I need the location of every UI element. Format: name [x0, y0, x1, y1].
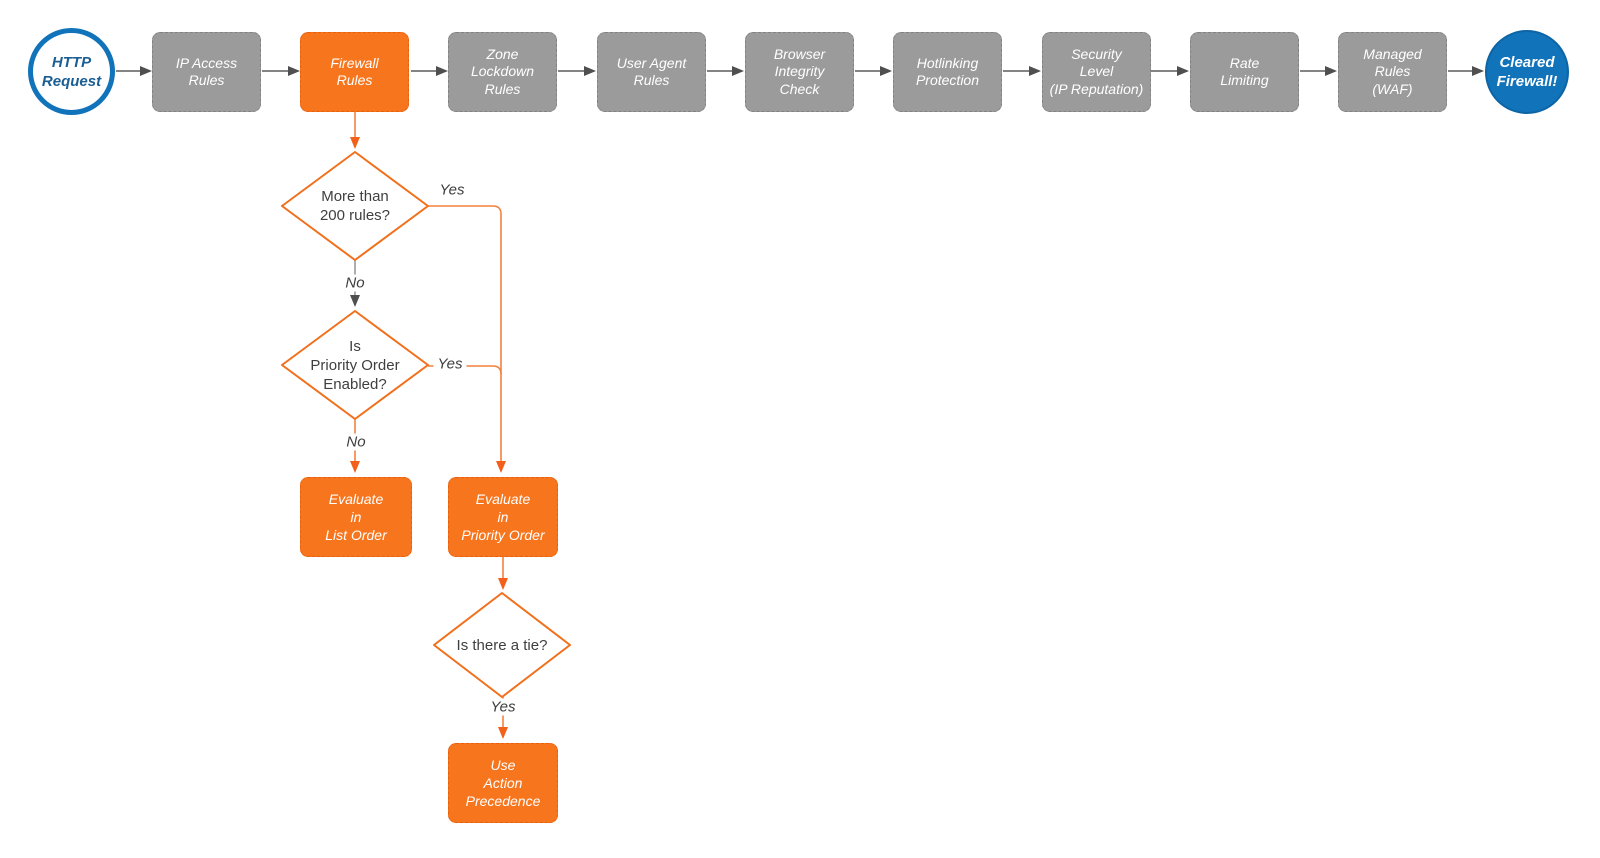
- decision-shapes: [281, 151, 571, 698]
- edge-label-decision1-yes: Yes: [435, 181, 469, 199]
- decision-is-there-a-tie-label: Is there a tie?: [456, 636, 548, 654]
- node-evaluate-priority-order: Evaluate in Priority Order: [448, 477, 558, 557]
- edge-label-tie-yes: Yes: [486, 698, 520, 716]
- decision-priority-order-enabled-label: Is Priority Order Enabled?: [310, 337, 400, 393]
- node-security-level: Security Level (IP Reputation): [1042, 32, 1151, 112]
- node-user-agent-rules: User Agent Rules: [597, 32, 706, 112]
- node-firewall-rules: Firewall Rules: [300, 32, 409, 112]
- node-hotlinking-protection: Hotlinking Protection: [893, 32, 1002, 112]
- decision-is-there-a-tie-shape: [433, 592, 571, 698]
- node-evaluate-list-order: Evaluate in List Order: [300, 477, 412, 557]
- node-zone-lockdown-rules: Zone Lockdown Rules: [448, 32, 557, 112]
- node-managed-rules-waf: Managed Rules (WAF): [1338, 32, 1447, 112]
- node-rate-limiting: Rate Limiting: [1190, 32, 1299, 112]
- node-browser-integrity-check: Browser Integrity Check: [745, 32, 854, 112]
- node-ip-access-rules: IP Access Rules: [152, 32, 261, 112]
- edge-decision2-yes-arrow: [428, 365, 502, 375]
- node-cleared-firewall: Cleared Firewall!: [1485, 30, 1569, 114]
- decision-more-than-200-rules-label: More than 200 rules?: [319, 188, 391, 224]
- edge-label-decision1-no: No: [341, 274, 369, 292]
- decision-more-than-200-rules-shape: [281, 151, 429, 261]
- edge-label-decision2-no: No: [342, 433, 370, 451]
- edge-decision1-yes-arrow: [428, 205, 506, 473]
- edge-label-decision2-yes: Yes: [433, 355, 467, 373]
- node-http-request: HTTP Request: [28, 28, 115, 115]
- node-use-action-precedence: Use Action Precedence: [448, 743, 558, 823]
- decision-priority-order-enabled-shape: [281, 310, 429, 420]
